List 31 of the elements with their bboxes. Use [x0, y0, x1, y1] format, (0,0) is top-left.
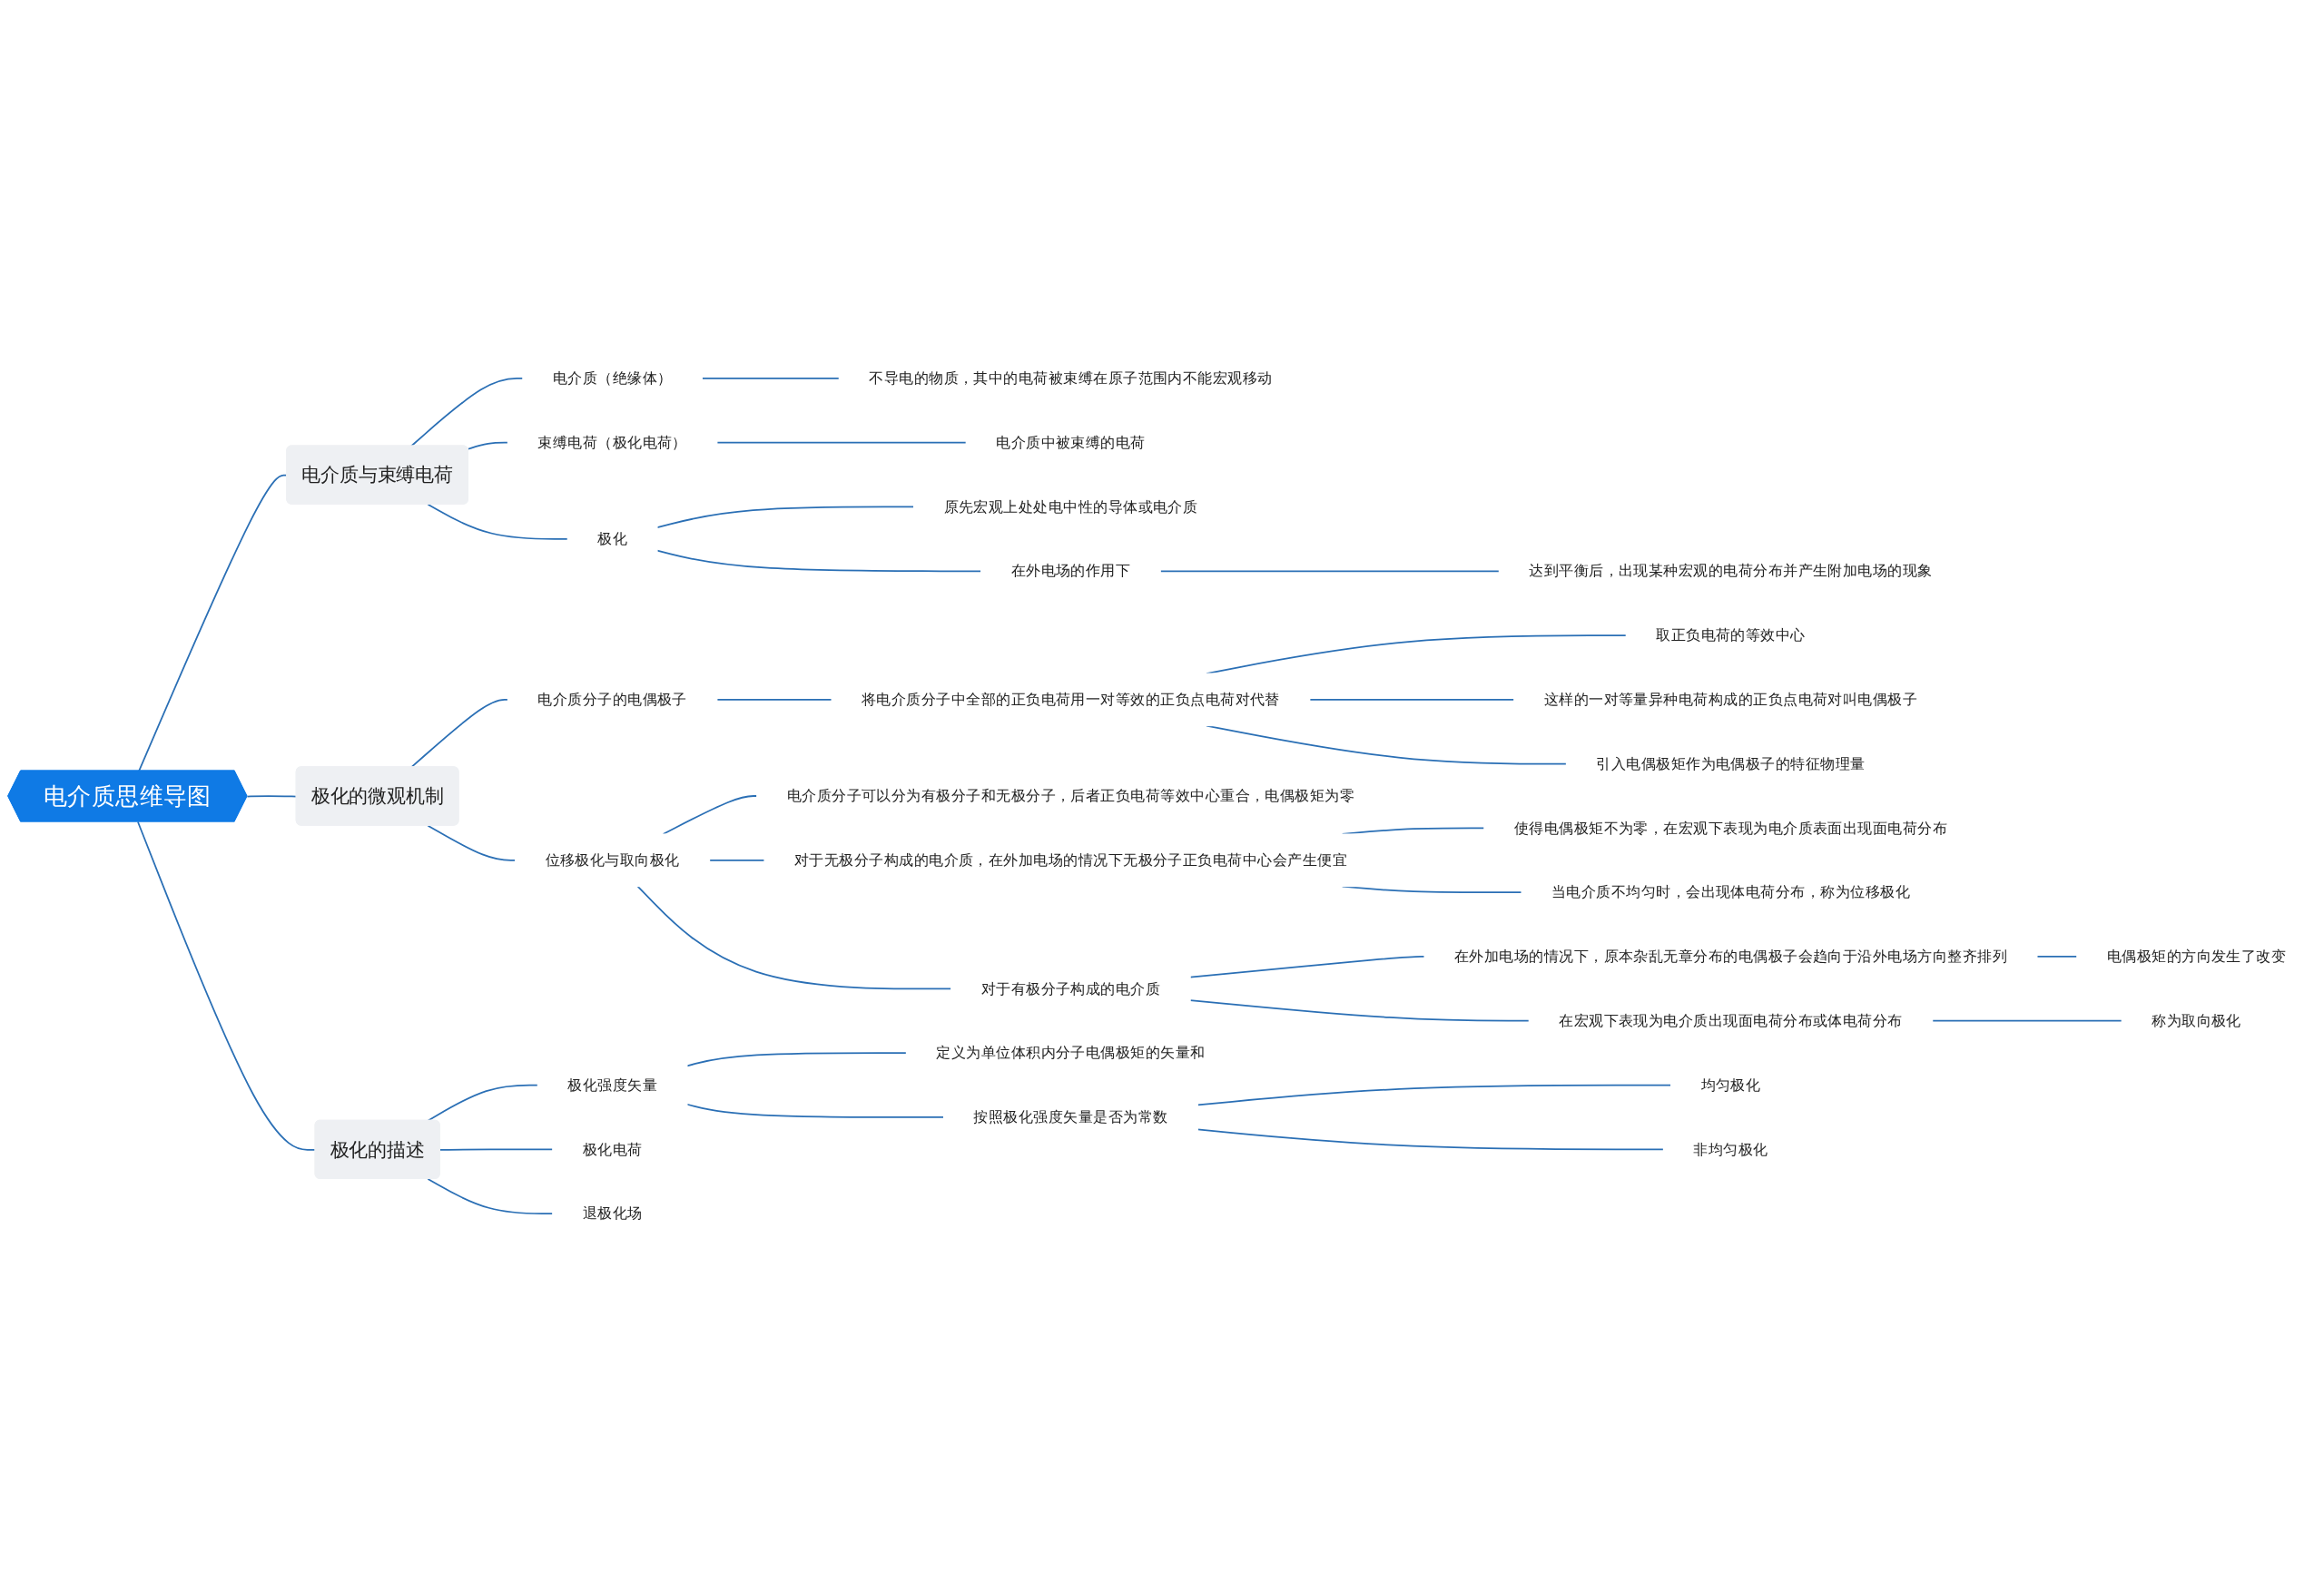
node-text: 电偶极矩的方向发生了改变 — [2106, 947, 2287, 966]
node-text: 取正负电荷的等效中心 — [1656, 625, 1806, 644]
node-text: 按照极化强度矢量是否为常数 — [973, 1107, 1168, 1126]
node-text: 极化电荷 — [582, 1140, 643, 1158]
node-text: 电介质分子的电偶极子 — [537, 690, 687, 709]
node-text: 在外电场的作用下 — [1010, 562, 1131, 580]
node-text: 定义为单位体积内分子电偶极矩的矢量和 — [936, 1043, 1206, 1062]
node-text: 均匀极化 — [1700, 1076, 1761, 1095]
connector — [716, 698, 832, 701]
node-text: 电介质中被束缚的电荷 — [996, 433, 1146, 452]
node-text: 在外加电场的情况下，原本杂乱无章分布的电偶极子会趋向于沿外电场方向整齐排列 — [1453, 947, 2008, 966]
node-text: 将电介质分子中全部的正负电荷用一对等效的正负点电荷对代替 — [861, 690, 1280, 709]
node-text: 在宏观下表现为电介质出现面电荷分布或体电荷分布 — [1559, 1011, 1903, 1030]
node-text: 这样的一对等量异种电荷构成的正负点电荷对叫电偶极子 — [1543, 690, 1918, 709]
node-text: 达到平衡后，出现某种宏观的电荷分布并产生附加电场的现象 — [1529, 562, 1933, 580]
node-text: 原先宏观上处处电中性的导体或电介质 — [943, 497, 1198, 516]
node-text: 非均匀极化 — [1693, 1140, 1768, 1158]
node-text: 位移极化与取向极化 — [545, 850, 680, 870]
node-text: 极化 — [597, 529, 628, 548]
node-text: 使得电偶极矩不为零，在宏观下表现为电介质表面出现面电荷分布 — [1513, 819, 1948, 837]
node-text: 对于无极分子构成的电介质，在外加电场的情况下无极分子正负电荷中心会产生便宜 — [793, 850, 1347, 870]
node-text: 不导电的物质，其中的电荷被束缚在原子范围内不能宏观移动 — [869, 369, 1273, 388]
node-text: 称为取向极化 — [2152, 1011, 2241, 1030]
node-text: 当电介质不均匀时，会出现体电荷分布，称为位移极化 — [1551, 883, 1911, 901]
node-text: 电介质分子可以分为有极分子和无极分子，后者正负电荷等效中心重合，电偶极矩为零 — [786, 786, 1355, 805]
node-text: 束缚电荷（极化电荷） — [537, 433, 687, 452]
node-text: 引入电偶极矩作为电偶极子的特征物理量 — [1596, 754, 1866, 773]
node-text: 极化强度矢量 — [567, 1076, 658, 1095]
node-text: 退极化场 — [582, 1204, 643, 1223]
node-text: 对于有极分子构成的电介质 — [980, 979, 1161, 997]
node-text: 电介质（绝缘体） — [552, 369, 673, 388]
